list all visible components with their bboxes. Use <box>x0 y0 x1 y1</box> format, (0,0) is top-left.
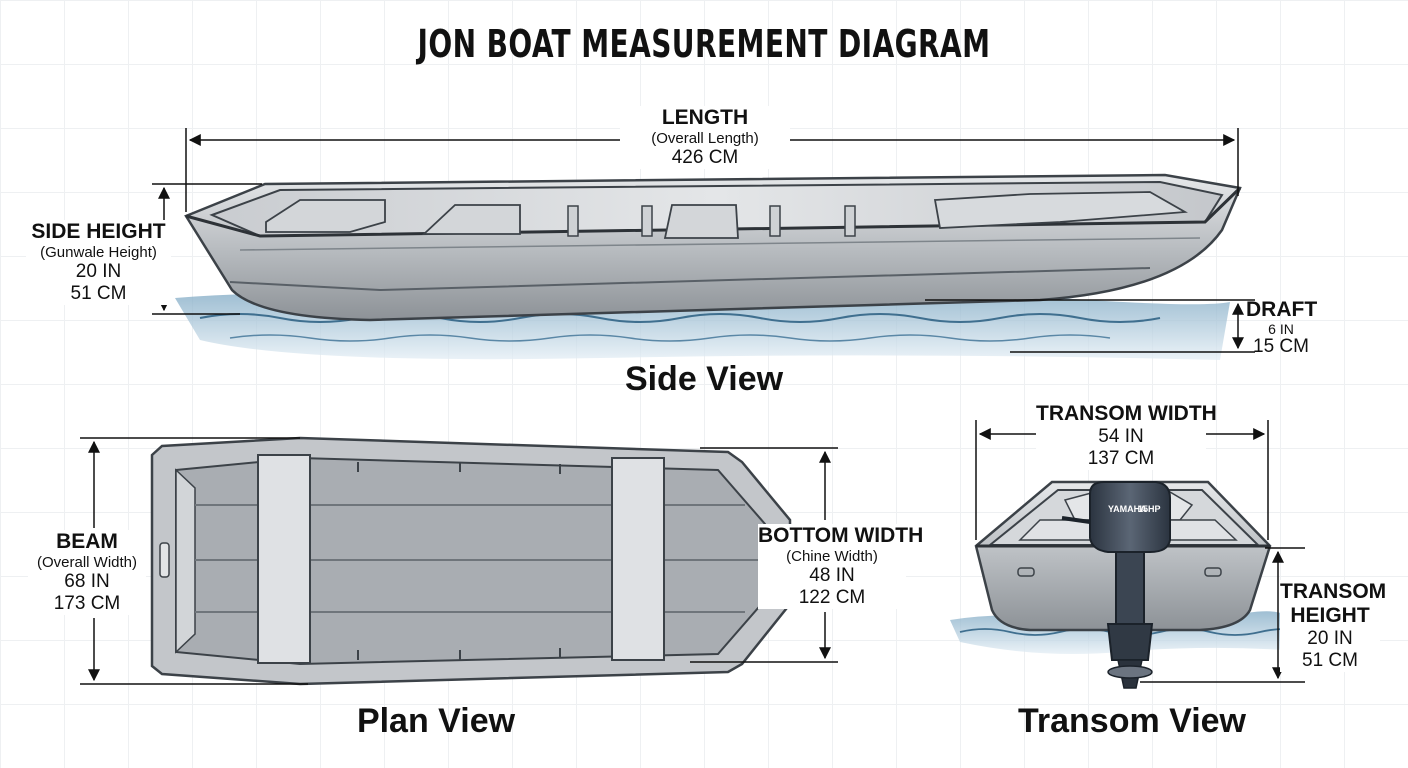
beam-title: BEAM <box>56 530 118 553</box>
transom-width-value-cm: 137 CM <box>1087 447 1155 469</box>
length-value-cm: 426 CM <box>671 147 739 169</box>
plan-seat-front <box>611 457 665 661</box>
side-height-label: SIDE HEIGHT (Gunwale Height) 20 IN 51 CM <box>26 220 171 306</box>
side-hull-stripe <box>229 267 1151 292</box>
plan-handle <box>159 542 170 578</box>
plan-view-title: Plan View <box>356 702 516 740</box>
plan-seat-rear <box>257 454 311 664</box>
bottom-width-label: BOTTOM WIDTH (Chine Width) 48 IN 122 CM <box>758 524 924 610</box>
side-height-value-in: 20 IN <box>75 261 122 283</box>
length-subtitle: (Overall Length) <box>651 130 759 148</box>
transom-height-title-2: HEIGHT <box>1290 604 1370 628</box>
side-rib <box>769 205 781 237</box>
side-view <box>152 128 1255 360</box>
transom-width-label: TRANSOM WIDTH 54 IN 137 CM <box>1036 402 1217 470</box>
side-bow-deck <box>933 191 1188 229</box>
beam-subtitle: (Overall Width) <box>36 554 137 572</box>
length-label: LENGTH (Overall Length) 426 CM <box>620 106 790 170</box>
side-rib <box>567 205 579 237</box>
plan-transom-inner <box>175 468 196 654</box>
transom-height-label: TRANSOM HEIGHT 20 IN 51 CM <box>1280 580 1387 672</box>
side-wave-line-2 <box>229 334 1111 342</box>
side-height-title: SIDE HEIGHT <box>31 220 166 243</box>
draft-label: DRAFT 6 IN 15 CM <box>1246 298 1318 358</box>
draft-value-cm: 15 CM <box>1253 336 1309 358</box>
motor-cowling <box>1089 481 1171 553</box>
side-seat-rear <box>265 199 386 233</box>
side-seat-center <box>663 204 739 239</box>
motor-tiller <box>1061 516 1091 524</box>
diagram-title: JON BOAT MEASUREMENT DIAGRAM <box>417 22 991 66</box>
transom-height-value-in: 20 IN <box>1307 628 1353 650</box>
side-seat-mid <box>421 204 521 235</box>
outboard-motor: YAMAHA 15HP <box>1061 481 1171 689</box>
side-view-title: Side View <box>624 360 784 398</box>
side-height-subtitle: (Gunwale Height) <box>40 244 157 262</box>
motor-hp-label: 15HP <box>1138 504 1161 514</box>
motor-brand-label: YAMAHA <box>1108 504 1147 514</box>
beam-label: BEAM (Overall Width) 68 IN 173 CM <box>28 530 146 616</box>
plan-view <box>80 436 838 686</box>
bottom-width-subtitle: (Chine Width) <box>786 548 878 566</box>
side-hull-stripe-2 <box>239 237 1201 251</box>
transom-height-title-1: TRANSOM <box>1280 580 1387 603</box>
beam-value-cm: 173 CM <box>53 593 121 615</box>
motor-lower-unit <box>1106 623 1154 661</box>
motor-shaft <box>1115 551 1145 625</box>
length-title: LENGTH <box>661 106 749 129</box>
bottom-width-title: BOTTOM WIDTH <box>758 524 924 547</box>
side-rib <box>844 205 856 237</box>
bottom-width-value-in: 48 IN <box>809 565 855 587</box>
transom-view: YAMAHA 15HP <box>950 420 1311 689</box>
transom-handle-left <box>1017 567 1035 577</box>
draft-title: DRAFT <box>1246 298 1318 321</box>
motor-propeller <box>1107 665 1153 679</box>
beam-value-in: 68 IN <box>64 571 110 593</box>
side-rib <box>641 205 653 237</box>
draft-value-in: 6 IN <box>1268 321 1294 338</box>
transom-view-title: Transom View <box>1017 702 1247 740</box>
transom-handle-right <box>1204 567 1222 577</box>
transom-width-value-in: 54 IN <box>1098 426 1144 448</box>
bottom-width-value-cm: 122 CM <box>798 587 866 609</box>
side-height-value-cm: 51 CM <box>70 283 127 305</box>
transom-width-title: TRANSOM WIDTH <box>1036 402 1217 425</box>
transom-height-value-cm: 51 CM <box>1302 650 1358 672</box>
